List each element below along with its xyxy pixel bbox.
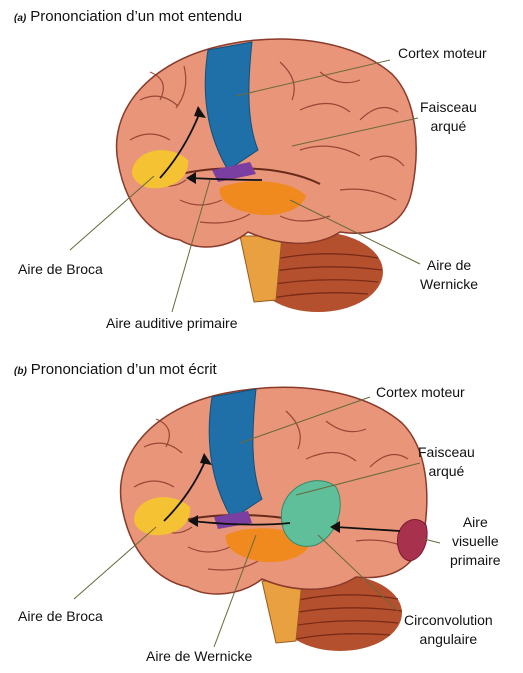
label-broca-area: Aire de Broca — [18, 607, 103, 626]
label-line: Faisceau — [420, 98, 477, 117]
label-motor-cortex: Cortex moteur — [376, 383, 465, 402]
brainstem — [240, 236, 282, 302]
panel-written-word: (b)Prononciation d’un mot écrit — [0, 355, 523, 673]
label-line: arqué — [418, 462, 475, 481]
label-broca-area: Aire de Broca — [18, 260, 103, 279]
label-motor-cortex: Cortex moteur — [398, 44, 487, 63]
label-line: Faisceau — [418, 443, 475, 462]
label-arcuate-fasciculus: Faisceau arqué — [420, 98, 477, 136]
label-line: angulaire — [404, 630, 493, 649]
label-line: Aire de — [420, 256, 478, 275]
label-angular-gyrus: Circonvolution angulaire — [404, 611, 493, 649]
label-primary-visual-area: Aire visuelle primaire — [450, 513, 501, 570]
cerebrum — [117, 39, 417, 247]
label-primary-auditory-area: Aire auditive primaire — [106, 314, 238, 333]
label-wernicke-area: Aire de Wernicke — [146, 647, 252, 666]
primary-visual-area — [398, 520, 428, 561]
label-line: primaire — [450, 551, 501, 570]
label-line: arqué — [420, 117, 477, 136]
label-line: visuelle — [450, 532, 501, 551]
label-wernicke-area: Aire de Wernicke — [420, 256, 478, 294]
label-line: Aire — [450, 513, 501, 532]
label-arcuate-fasciculus: Faisceau arqué — [418, 443, 475, 481]
cerebrum — [121, 387, 427, 594]
label-line: Wernicke — [420, 275, 478, 294]
brainstem — [262, 581, 302, 643]
panel-heard-word: (a)Prononciation d’un mot entendu — [0, 0, 523, 345]
label-line: Circonvolution — [404, 611, 493, 630]
